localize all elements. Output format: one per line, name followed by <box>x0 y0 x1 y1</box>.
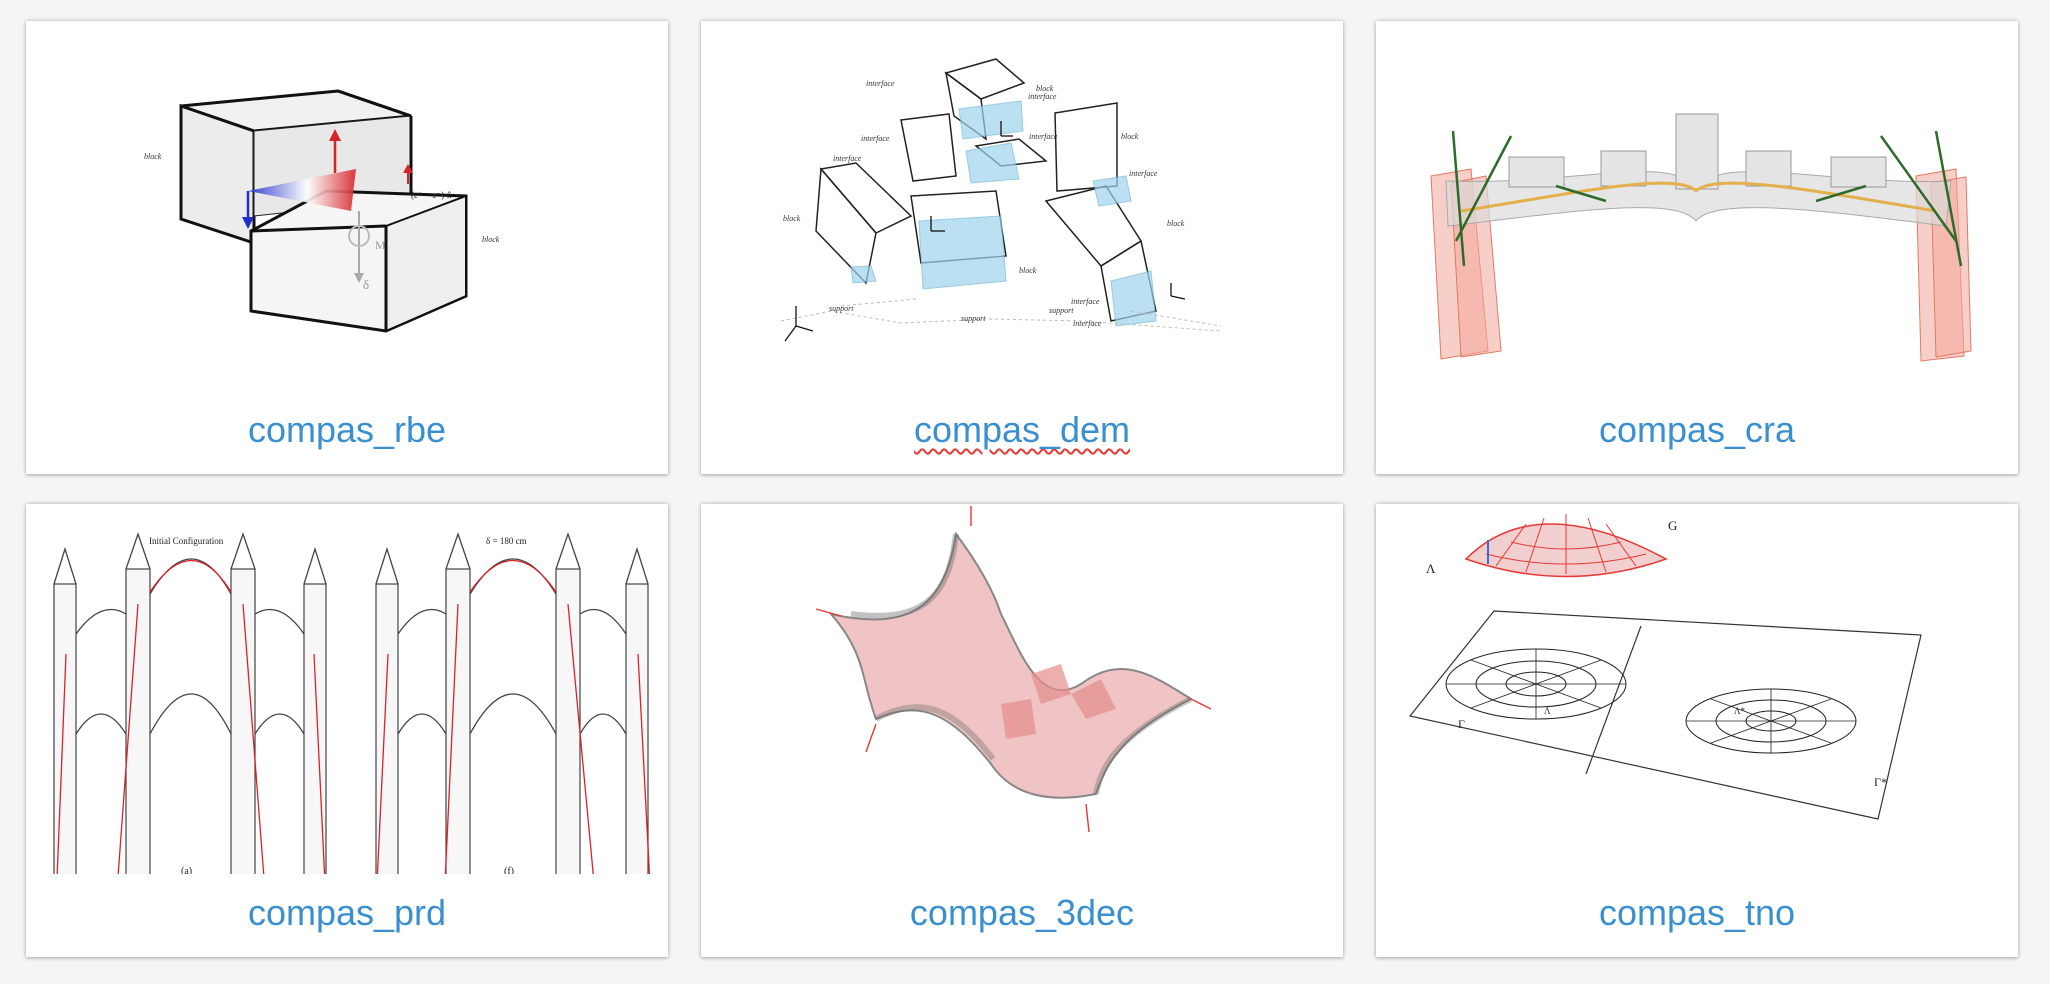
g-label: G <box>1668 518 1677 533</box>
force-label: δ <box>363 277 369 292</box>
support-label-2: support <box>961 314 986 323</box>
gamma-star-label: Γ* <box>1874 775 1887 789</box>
card-compas-dem[interactable]: interface interface interface interface … <box>701 21 1343 474</box>
support-label-1: support <box>829 304 854 313</box>
block-label-upper: block <box>144 152 162 161</box>
interface-label-7: interface <box>1071 297 1100 306</box>
tno-figure: G Λ Γ Γ* Λ Λ* <box>1408 514 1922 820</box>
interface-label-2: interface <box>861 134 890 143</box>
lambda-small-label: Λ <box>1544 706 1551 716</box>
card-compas-cra[interactable]: compas_cra <box>1376 21 2018 474</box>
3dec-figure <box>815 506 1212 833</box>
dem-figure: interface interface interface interface … <box>780 58 1222 342</box>
block-label-3: block <box>783 214 801 223</box>
card-compas-3dec[interactable]: compas_3dec <box>701 504 1343 957</box>
card-compas-tno[interactable]: G Λ Γ Γ* Λ Λ* compas <box>1376 504 2018 957</box>
rbe-figure: δ M block block (c⁺ − c⁻)·n̂ <box>144 89 500 333</box>
subfigure-a-label: (a) <box>181 866 192 874</box>
caption-compas-rbe[interactable]: compas_rbe <box>247 409 447 450</box>
lambda-star-label: Λ* <box>1734 706 1746 716</box>
interface-label-3: interface <box>833 154 862 163</box>
caption-compas-cra[interactable]: compas_cra <box>1598 409 1796 450</box>
interface-label-8: interface <box>1073 319 1102 328</box>
interface-label-5: interface <box>1029 132 1058 141</box>
displacement-label: δ = 180 cm <box>486 536 527 546</box>
prd-figure: Initial Configuration δ = 180 cm <box>53 531 651 874</box>
card-compas-rbe[interactable]: δ M block block (c⁺ − c⁻)·n̂ compas_rbe <box>26 21 668 474</box>
caption-compas-dem-text[interactable]: compas_dem <box>913 409 1131 450</box>
force-formula-label: (c⁺ − c⁻)·n̂ <box>411 190 452 200</box>
block-label-2: block <box>1121 132 1139 141</box>
subfigure-f-label: (f) <box>504 866 514 874</box>
initial-config-label: Initial Configuration <box>149 536 224 546</box>
gamma-label: Γ <box>1458 717 1465 731</box>
interface-label-6: interface <box>1129 169 1158 178</box>
caption-compas-3dec[interactable]: compas_3dec <box>909 892 1135 933</box>
block-label-5: block <box>1019 266 1037 275</box>
moment-label: M <box>375 238 386 252</box>
support-label-3: support <box>1049 306 1074 315</box>
caption-compas-tno[interactable]: compas_tno <box>1598 892 1796 933</box>
caption-compas-prd[interactable]: compas_prd <box>247 892 447 933</box>
interface-label-1: interface <box>866 79 895 88</box>
interface-label-4: interface <box>1028 92 1057 101</box>
card-compas-prd[interactable]: Initial Configuration δ = 180 cm <box>26 504 668 957</box>
block-label-4: block <box>1167 219 1185 228</box>
caption-compas-dem[interactable]: compas_dem <box>701 405 1343 455</box>
lambda-label: Λ <box>1426 561 1436 576</box>
cra-figure <box>1430 113 1972 362</box>
block-label-1: block <box>1036 84 1054 93</box>
block-label-lower: block <box>482 235 500 244</box>
